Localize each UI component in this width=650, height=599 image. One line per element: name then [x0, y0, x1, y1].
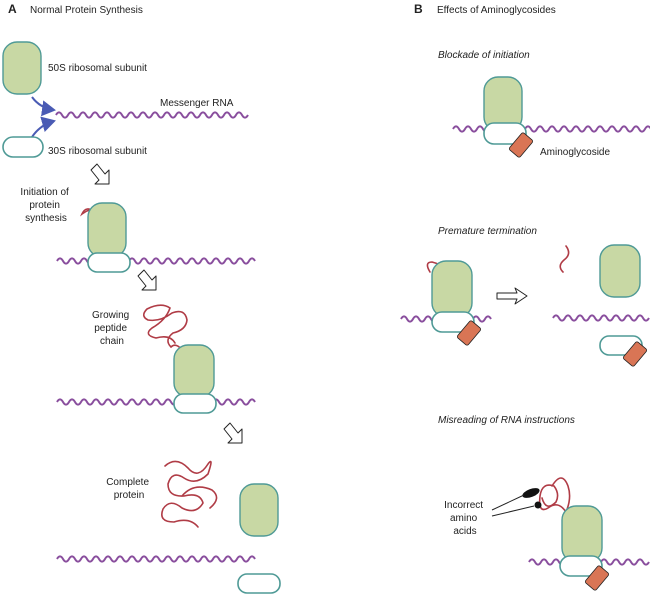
mrna-strand: [452, 125, 650, 133]
mrna-strand: [56, 398, 256, 406]
ribosome-small-growing: [173, 393, 217, 414]
initiation-label: Initiation of protein synthesis: [20, 187, 71, 224]
mrna-label: Messenger RNA: [160, 98, 234, 109]
aminoglycoside-drug: [584, 565, 610, 591]
aminoglycoside-drug: [508, 132, 534, 158]
ribosome-large-misreading: [561, 505, 603, 563]
small-subunit-30s: [2, 136, 44, 158]
ribosome-small-initiation: [87, 252, 131, 273]
step-arrow-1: [90, 163, 110, 185]
ribosome-small-misreading: [559, 555, 603, 577]
incorrect-amino-acid: [522, 488, 540, 498]
small-subunit-label: 30S ribosomal subunit: [48, 146, 147, 157]
ribosome-small-blockade: [483, 122, 527, 145]
incorrect-amino-acid: [534, 501, 542, 509]
aminoglycoside-drug: [622, 341, 648, 367]
ribosome-large-growing: [173, 344, 215, 398]
pointer-line: [491, 505, 535, 517]
mrna-strand: [55, 111, 249, 119]
assembly-arrow-50s: [31, 96, 56, 117]
aminoglycoside-drug: [456, 320, 482, 346]
large-subunit-released: [239, 483, 279, 537]
pointer-line: [491, 494, 525, 511]
large-subunit-premature-released: [599, 244, 641, 298]
step-arrow-3: [223, 422, 243, 444]
premature-arrow: [496, 287, 528, 305]
growing-peptide: [142, 304, 188, 352]
ribosome-small-premature: [431, 311, 475, 333]
misread-peptide: [538, 477, 571, 513]
released-peptide: [559, 245, 570, 273]
panel-a-title: Normal Protein Synthesis: [30, 5, 143, 16]
large-subunit-label: 50S ribosomal subunit: [48, 63, 147, 74]
premature-title: Premature termination: [438, 226, 537, 237]
large-subunit-50s: [2, 41, 42, 95]
mrna-strand: [56, 555, 256, 563]
assembly-arrow-30s: [31, 116, 56, 138]
growing-label: Growing peptide chain: [92, 310, 132, 347]
mrna-strand: [552, 314, 650, 322]
incorrect-label: Incorrect amino acids: [444, 500, 486, 537]
blockade-title: Blockade of initiation: [438, 50, 530, 61]
aminoglycoside-label: Aminoglycoside: [540, 147, 610, 158]
small-subunit-released: [237, 573, 281, 594]
mrna-strand: [56, 257, 256, 265]
misreading-title: Misreading of RNA instructions: [438, 415, 575, 426]
complete-label: Complete protein: [106, 477, 152, 501]
step-arrow-2: [137, 269, 157, 291]
panel-b-title: Effects of Aminoglycosides: [437, 5, 556, 16]
ribosome-large-premature: [431, 260, 473, 318]
complete-protein: [161, 460, 218, 528]
panel-b-letter: B: [414, 2, 423, 16]
ribosome-large-initiation: [87, 202, 127, 258]
panel-a-letter: A: [8, 2, 17, 16]
